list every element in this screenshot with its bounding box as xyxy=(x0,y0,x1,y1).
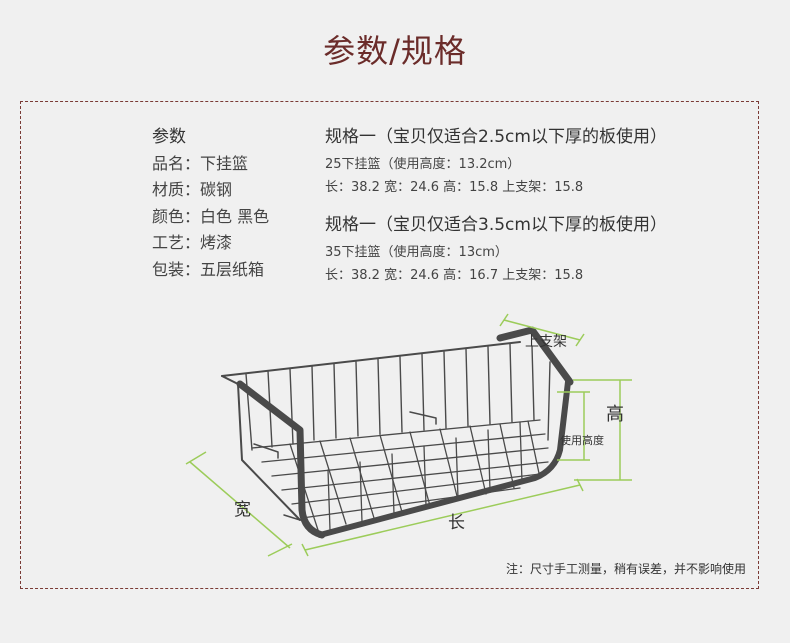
spec-heading: 规格一（宝贝仅适合3.5cm以下厚的板使用） xyxy=(325,215,667,235)
param-row: 品名：下挂篮 xyxy=(152,153,249,173)
spec-line: 35下挂篮（使用高度：13cm） xyxy=(325,245,508,260)
spec-line: 25下挂篮（使用高度：13.2cm） xyxy=(325,157,521,172)
param-row: 材质：碳钢 xyxy=(152,180,233,199)
measurement-note: 注：尺寸手工测量，稍有误差，并不影响使用 xyxy=(505,562,746,576)
page-title: 参数/规格 xyxy=(323,32,467,70)
params-heading: 参数 xyxy=(152,127,186,147)
spec-heading: 规格一（宝贝仅适合2.5cm以下厚的板使用） xyxy=(325,127,667,147)
param-row: 颜色：白色 黑色 xyxy=(152,206,270,226)
label-top-bracket: 上支架 xyxy=(525,334,567,350)
spec-block-1: 规格一（宝贝仅适合2.5cm以下厚的板使用） 25下挂篮（使用高度：13.2cm… xyxy=(325,122,667,199)
params-block: 参数 品名：下挂篮 材质：碳钢 颜色：白色 黑色 工艺：烤漆 包装：五层纸箱 xyxy=(152,124,269,283)
basket-illustration xyxy=(221,326,574,539)
label-height: 高 xyxy=(606,404,624,425)
spec-block-2: 规格一（宝贝仅适合3.5cm以下厚的板使用） 35下挂篮（使用高度：13cm） … xyxy=(325,210,667,287)
label-length: 长 xyxy=(448,513,465,533)
content-frame xyxy=(20,101,759,589)
label-use-height: 使用高度 xyxy=(560,433,604,447)
spec-line: 长：38.2 宽：24.6 高：16.7 上支架：15.8 xyxy=(325,268,584,283)
dimension-lines xyxy=(185,313,632,557)
param-row: 包装：五层纸箱 xyxy=(152,259,265,279)
spec-line: 长：38.2 宽：24.6 高：15.8 上支架：15.8 xyxy=(325,180,584,195)
label-width: 宽 xyxy=(234,500,251,520)
param-row: 工艺：烤漆 xyxy=(152,233,233,252)
